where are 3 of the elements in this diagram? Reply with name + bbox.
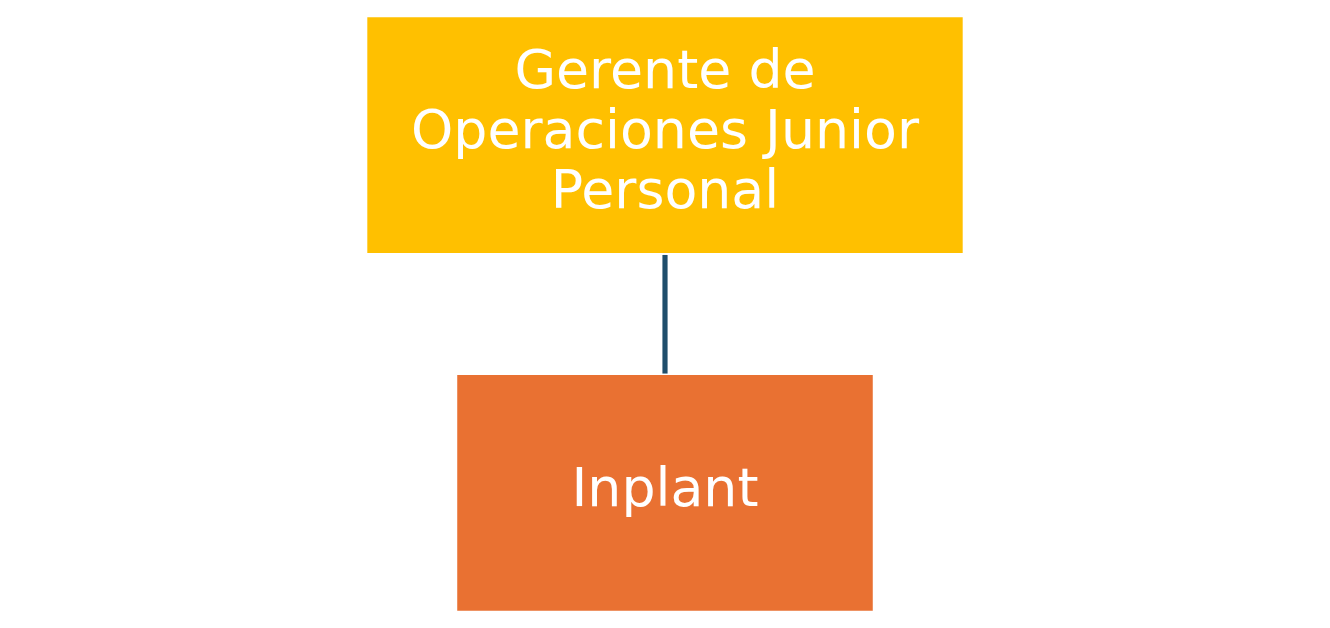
node-box: Inplant — [455, 372, 875, 613]
connector — [662, 254, 668, 374]
node-box: Gerente de Operaciones Junior Personal — [365, 15, 965, 256]
